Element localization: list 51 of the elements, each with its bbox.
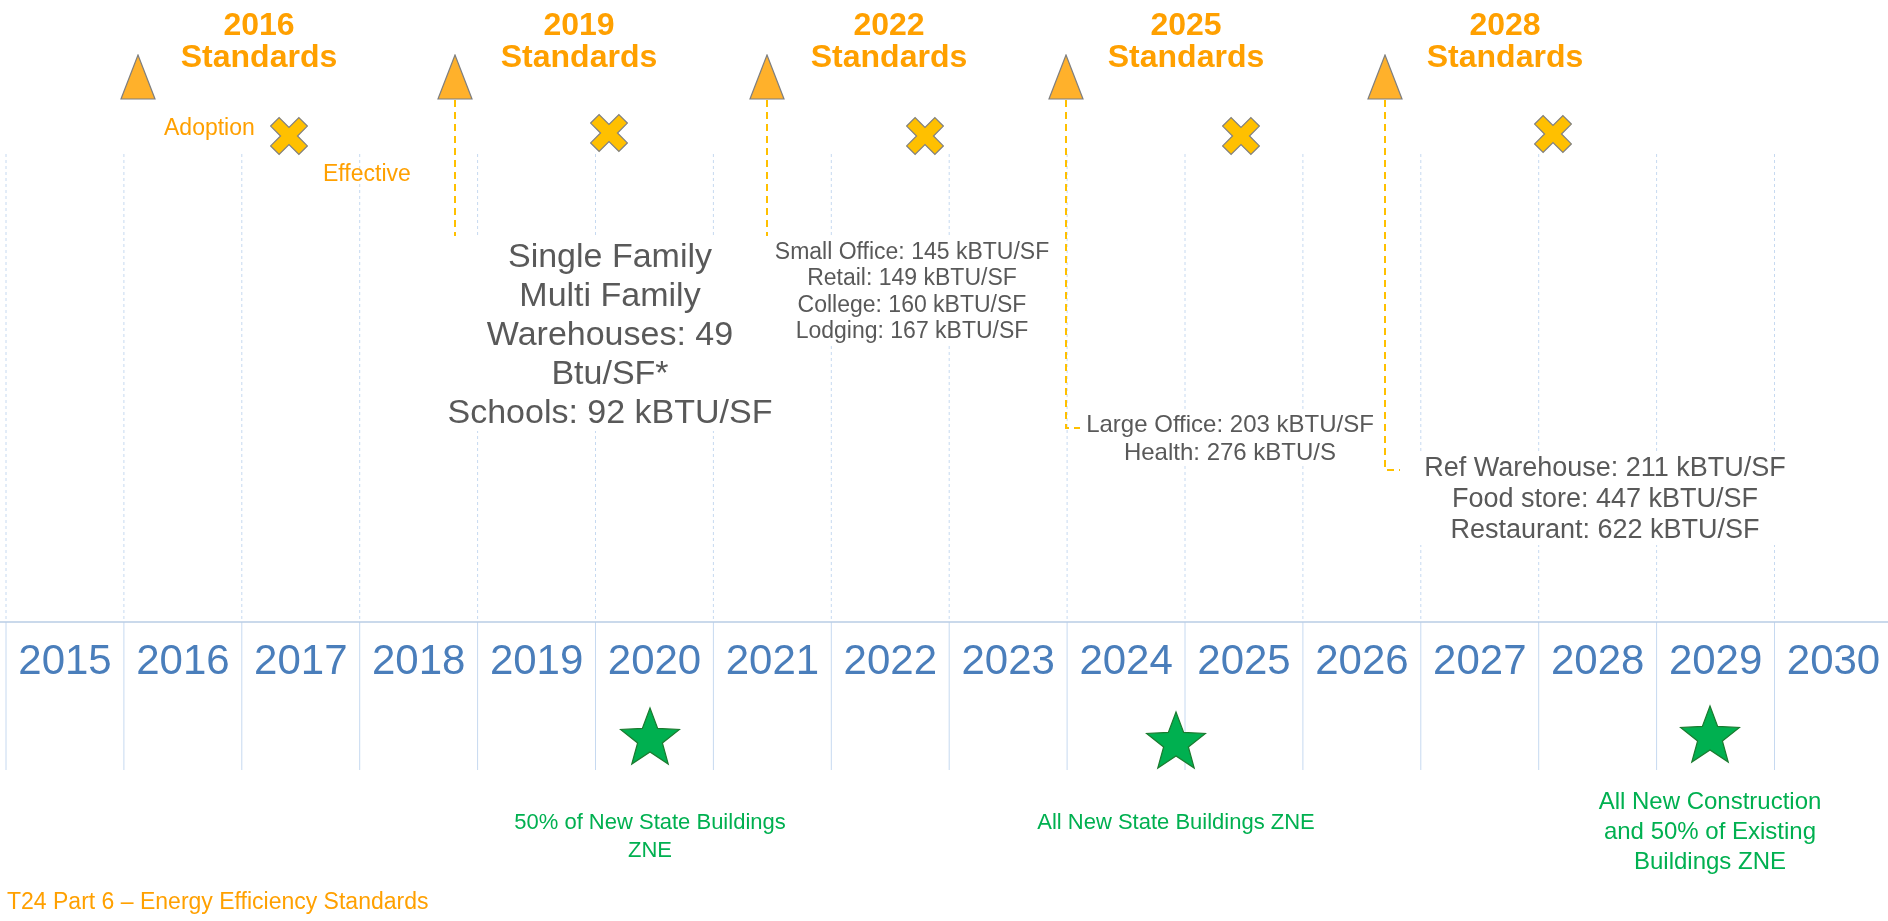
- year-label: 2024: [1078, 636, 1174, 684]
- year-label: 2019: [488, 636, 585, 684]
- year-label: 2026: [1314, 636, 1410, 684]
- year-label: 2023: [960, 636, 1056, 684]
- triangle-marker: [1048, 54, 1084, 100]
- star-marker: [1145, 710, 1207, 772]
- dashed-leader-line: [766, 99, 768, 239]
- building-target-text: Health: 276 kBTU/S: [1123, 437, 1337, 466]
- building-target-text: Ref Warehouse: 211 kBTU/SF: [1424, 452, 1786, 484]
- building-target-text: Small Office: 145 kBTU/SF: [774, 238, 1050, 265]
- standards-heading: 2022 Standards: [809, 8, 969, 72]
- year-label: 2029: [1667, 636, 1764, 684]
- year-label: 2022: [842, 636, 938, 684]
- year-label: 2030: [1785, 636, 1882, 684]
- year-label: 2015: [17, 636, 113, 684]
- building-target-text: Restaurant: 622 kBTU/SF: [1450, 514, 1760, 546]
- building-target-text: Retail: 149 kBTU/SF: [807, 264, 1017, 291]
- building-target-text: Food store: 447 kBTU/SF: [1451, 483, 1759, 515]
- building-target-text: Lodging: 167 kBTU/SF: [795, 317, 1029, 344]
- building-target-text: Schools: 92 kBTU/SF: [447, 392, 773, 432]
- year-label: 2028: [1549, 636, 1646, 684]
- dashed-leader-line: [454, 99, 456, 237]
- standards-heading: 2016 Standards: [179, 8, 339, 72]
- dashed-leader-line: [1065, 99, 1081, 429]
- building-target-text: Warehouses: 49 Btu/SF*: [485, 314, 735, 393]
- triangle-marker: [749, 54, 785, 100]
- building-target-text: Multi Family: [519, 275, 701, 315]
- year-label: 2016: [135, 636, 231, 684]
- building-target-text: College: 160 kBTU/SF: [797, 290, 1027, 318]
- triangle-marker: [437, 54, 473, 100]
- year-label: 2025: [1196, 636, 1292, 684]
- star-marker: [1679, 704, 1741, 766]
- year-label: 2018: [370, 636, 467, 684]
- year-label: 2021: [724, 636, 821, 684]
- standards-heading: 2028 Standards: [1425, 8, 1585, 72]
- year-label: 2017: [253, 636, 349, 684]
- milestone-caption: All New Construction and 50% of Existing Buildings ZNE: [1597, 786, 1823, 876]
- triangle-marker: [1367, 54, 1403, 100]
- star-marker: [619, 706, 681, 768]
- building-target-text: Single Family: [507, 236, 713, 276]
- year-label: 2027: [1432, 636, 1528, 684]
- year-label: 2020: [606, 636, 703, 684]
- caption: T24 Part 6 – Energy Efficiency Standards: [7, 888, 429, 915]
- standards-heading: 2025 Standards: [1106, 8, 1266, 72]
- milestone-caption: 50% of New State Buildings ZNE: [513, 808, 787, 863]
- standards-heading: 2019 Standards: [499, 8, 659, 72]
- milestone-label: Effective: [323, 160, 411, 187]
- triangle-marker: [120, 54, 156, 100]
- building-target-text: Large Office: 203 kBTU/SF: [1086, 410, 1374, 438]
- milestone-caption: All New State Buildings ZNE: [1036, 808, 1316, 836]
- milestone-label: Adoption: [164, 114, 255, 141]
